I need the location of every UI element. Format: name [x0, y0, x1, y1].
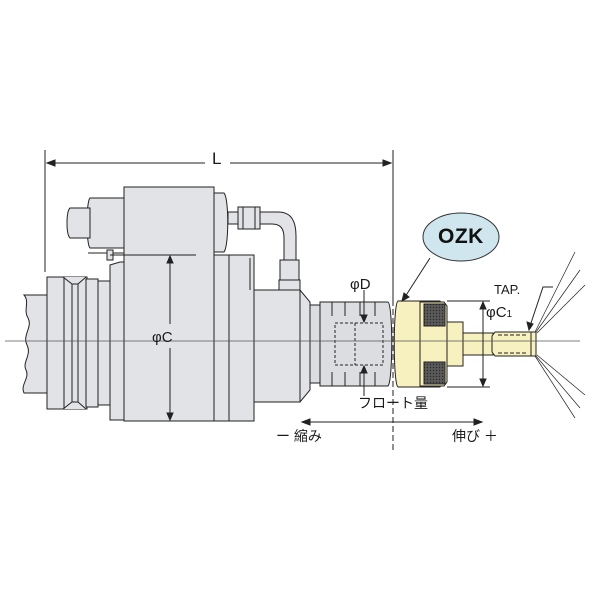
tap-label: TAP. — [494, 282, 521, 297]
float-amount-label: フロート量 — [358, 395, 428, 411]
tap — [491, 331, 537, 357]
ozk-adapter — [393, 300, 494, 388]
adapter-diameter-sub: 1 — [506, 309, 513, 320]
flange — [46, 261, 125, 421]
top-fitting-left — [66, 197, 125, 261]
float-section — [309, 301, 393, 387]
middle-cylinder — [253, 289, 311, 403]
float-diameter-label: φD — [350, 276, 371, 293]
main-body — [123, 186, 215, 422]
shank — [22, 294, 48, 394]
extension-label: 伸び ＋ — [452, 428, 498, 444]
length-dimension — [44, 150, 394, 300]
compression-label: ー 縮み — [276, 428, 322, 444]
length-label: L — [212, 149, 222, 168]
adapter-diameter-main: φC — [486, 304, 507, 321]
adapter-diameter-label: φC1 — [486, 305, 512, 320]
coolant-pipe — [227, 206, 301, 291]
coolant-spray — [534, 251, 586, 419]
body-right — [213, 254, 255, 422]
ozk-callout-bubble — [422, 212, 500, 262]
body-diameter-label: φC — [152, 329, 173, 346]
ozk-callout-label: OZK — [438, 225, 484, 248]
